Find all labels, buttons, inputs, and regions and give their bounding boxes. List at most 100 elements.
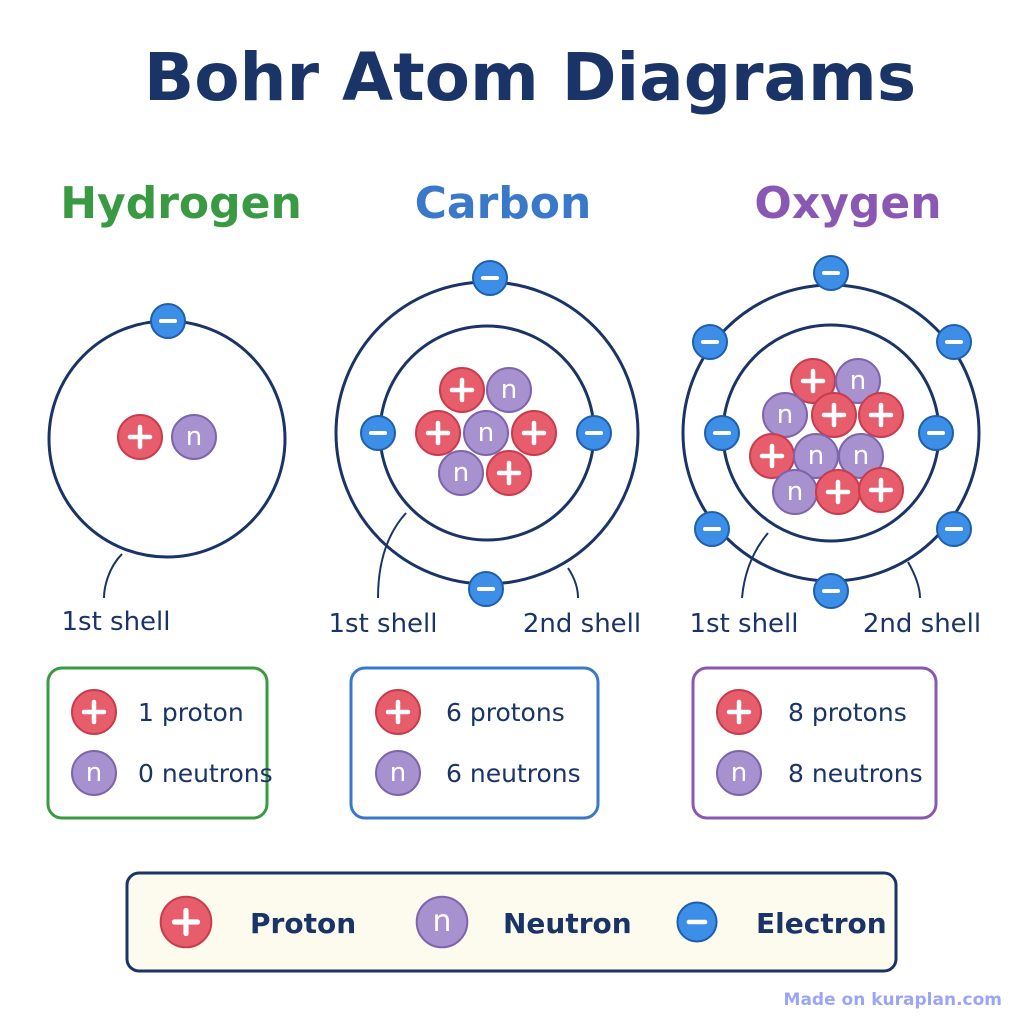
neutron-symbol: n [853, 441, 869, 471]
proton-icon [71, 689, 117, 735]
oxygen-electron [692, 324, 728, 360]
oxygen-neutron: n [835, 358, 881, 404]
oxygen-count-frame [691, 666, 938, 820]
oxygen-electron [936, 324, 972, 360]
neutron-icon: n [716, 750, 762, 796]
neutron-body [463, 410, 509, 456]
oxygen-shell-2-label: 2nd shell [863, 609, 981, 639]
legend-neutron-label: Neutron [503, 907, 632, 940]
neutron-body [762, 392, 808, 438]
carbon-proton [415, 410, 461, 456]
hydrogen-count-box: 1 proton n 0 neutrons [46, 666, 273, 820]
neutron-body [171, 414, 217, 460]
legend-proton-icon [159, 895, 213, 949]
hydrogen-proton-count: 1 proton [138, 698, 244, 727]
legend-electron-icon [676, 901, 718, 943]
neutron-symbol: n [453, 458, 469, 488]
hydrogen-count-frame [46, 666, 269, 820]
oxygen-proton [815, 469, 861, 515]
oxygen-electron [813, 573, 849, 609]
oxygen-electron [694, 511, 730, 547]
carbon-electron [472, 260, 508, 296]
neutron-body [486, 367, 532, 413]
oxygen-proton-count: 8 protons [788, 698, 907, 727]
neutron-symbol: n [850, 366, 866, 396]
oxygen-neutron: n [772, 469, 818, 515]
carbon-neutron: n [438, 450, 484, 496]
neutron-icon: n [375, 750, 421, 796]
carbon-atom: n n n 1st shell 2nd shell [328, 260, 641, 639]
oxygen-electron [813, 255, 849, 291]
neutron-symbol: n [808, 441, 824, 471]
hydrogen-electron [150, 303, 186, 339]
oxygen-atom: n n n n n 1st shell 2nd shell [681, 255, 981, 639]
hydrogen-neutron-count: 0 neutrons [138, 759, 273, 788]
legend-electron-label: Electron [756, 907, 887, 940]
carbon-neutron: n [486, 367, 532, 413]
proton-icon [375, 689, 421, 735]
hydrogen-atom: n 1st shell [47, 303, 287, 637]
hydrogen-shell-1-pointer [103, 553, 123, 599]
oxygen-shell-1-label: 1st shell [689, 609, 798, 639]
hydrogen-proton [117, 414, 163, 460]
neutron-body [415, 895, 469, 949]
carbon-proton [511, 410, 557, 456]
legend: Proton n Neutron Electron [125, 871, 898, 973]
oxygen-neutron: n [838, 433, 884, 479]
carbon-proton [439, 367, 485, 413]
neutron-body [716, 750, 762, 796]
neutron-body [375, 750, 421, 796]
carbon-electron [360, 415, 396, 451]
carbon-shell-2-label: 2nd shell [523, 609, 641, 639]
carbon-neutron-count: 6 neutrons [446, 759, 581, 788]
carbon-electron [576, 415, 612, 451]
carbon-shell-1-label: 1st shell [328, 609, 437, 639]
neutron-symbol: n [390, 758, 406, 788]
oxygen-title: Oxygen [754, 178, 941, 229]
neutron-body [838, 433, 884, 479]
neutron-body [835, 358, 881, 404]
legend-proton-label: Proton [250, 907, 356, 940]
neutron-symbol: n [86, 758, 102, 788]
neutron-symbol: n [433, 904, 452, 939]
neutron-icon: n [71, 750, 117, 796]
oxygen-proton [811, 392, 857, 438]
oxygen-shell-2-pointer [907, 561, 921, 599]
hydrogen-shell-1-label: 1st shell [61, 607, 170, 637]
legend-neutron-icon: n [415, 895, 469, 949]
hydrogen-title: Hydrogen [60, 178, 302, 229]
carbon-shell-2-pointer [567, 567, 579, 599]
neutron-body [71, 750, 117, 796]
oxygen-electron [936, 511, 972, 547]
carbon-title: Carbon [415, 178, 592, 229]
carbon-electron [468, 571, 504, 607]
carbon-shell-1-pointer [377, 512, 407, 599]
oxygen-electron [704, 415, 740, 451]
neutron-symbol: n [501, 375, 517, 405]
neutron-symbol: n [478, 418, 494, 448]
oxygen-electron [918, 415, 954, 451]
page-title: Bohr Atom Diagrams [144, 39, 916, 116]
carbon-proton [486, 450, 532, 496]
oxygen-neutron: n [793, 433, 839, 479]
neutron-symbol: n [186, 422, 202, 452]
neutron-symbol: n [787, 477, 803, 507]
oxygen-count-box: 8 protons n 8 neutrons [691, 666, 938, 820]
oxygen-proton [858, 392, 904, 438]
oxygen-neutron-count: 8 neutrons [788, 759, 923, 788]
carbon-count-box: 6 protons n 6 neutrons [349, 666, 600, 820]
oxygen-neutron: n [762, 392, 808, 438]
carbon-neutron: n [463, 410, 509, 456]
hydrogen-neutron: n [171, 414, 217, 460]
legend-frame [125, 871, 898, 973]
proton-icon [716, 689, 762, 735]
carbon-count-frame [349, 666, 600, 820]
neutron-symbol: n [777, 400, 793, 430]
neutron-body [438, 450, 484, 496]
oxygen-proton [749, 433, 795, 479]
watermark: Made on kuraplan.com [783, 990, 1002, 1010]
neutron-symbol: n [731, 758, 747, 788]
oxygen-proton [858, 467, 904, 513]
hydrogen-shell-1 [47, 319, 287, 559]
